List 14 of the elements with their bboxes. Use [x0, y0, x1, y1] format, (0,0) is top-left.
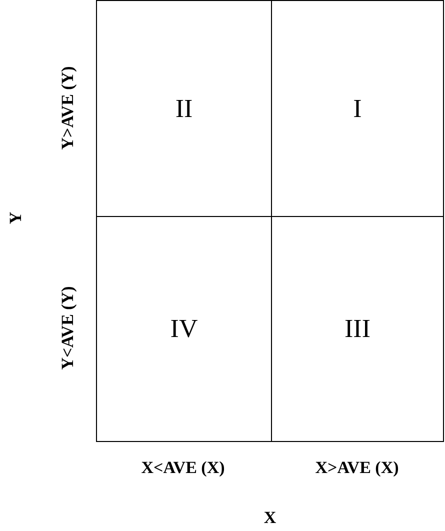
quadrant-cell — [96, 216, 272, 442]
quadrant-number: I — [353, 94, 362, 124]
axis-category-label: Y<AVE (Y) — [58, 286, 78, 370]
quadrant-cell — [271, 216, 444, 442]
axis-category-label: Y>AVE (Y) — [58, 66, 78, 150]
axis-title: X — [264, 508, 276, 528]
quadrant-number: IV — [170, 314, 198, 344]
quadrant-cell — [271, 0, 444, 217]
axis-category-label: X>AVE (X) — [315, 458, 399, 478]
quadrant-number: III — [344, 314, 370, 344]
quadrant-cell — [96, 0, 272, 217]
axis-category-label: X<AVE (X) — [141, 458, 225, 478]
quadrant-number: II — [175, 94, 193, 124]
axis-title: Y — [6, 212, 26, 224]
